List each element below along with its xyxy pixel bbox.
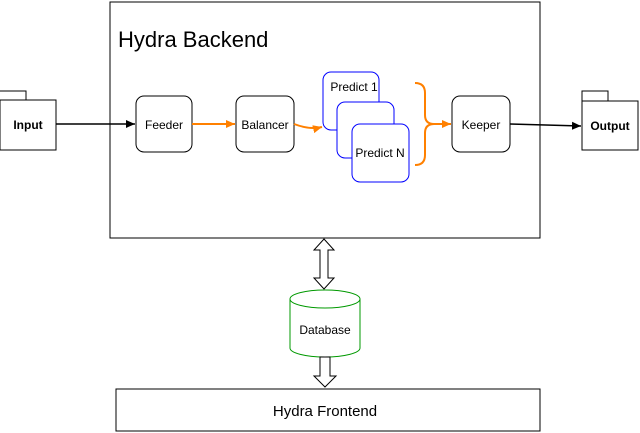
balancer-label: Balancer xyxy=(241,118,288,132)
output-label: Output xyxy=(590,119,629,133)
input-label: Input xyxy=(13,118,42,132)
output-package: Output xyxy=(581,90,639,151)
input-package: Input xyxy=(0,90,57,151)
database-label: Database xyxy=(299,323,351,337)
predict-stack: Predict 1 Predict N xyxy=(322,71,410,183)
frontend-label: Hydra Frontend xyxy=(273,403,377,420)
frontend-box xyxy=(115,388,541,432)
backend-database-double-arrow xyxy=(312,238,336,290)
database-frontend-arrow xyxy=(312,356,338,388)
keeper-node: Keeper xyxy=(451,95,511,153)
feeder-label: Feeder xyxy=(145,118,183,132)
database-node: Database xyxy=(289,289,361,358)
arrow-keeper-to-output xyxy=(509,121,582,130)
backend-title: Hydra Backend xyxy=(118,27,268,52)
arrow-balancer-to-predict xyxy=(293,123,323,134)
feeder-node: Feeder xyxy=(135,95,193,153)
predict-last-label: Predict N xyxy=(355,146,404,160)
balancer-node: Balancer xyxy=(235,95,295,153)
keeper-label: Keeper xyxy=(462,118,501,132)
predict-first-label: Predict 1 xyxy=(330,80,378,94)
predict-card-front xyxy=(351,123,410,183)
